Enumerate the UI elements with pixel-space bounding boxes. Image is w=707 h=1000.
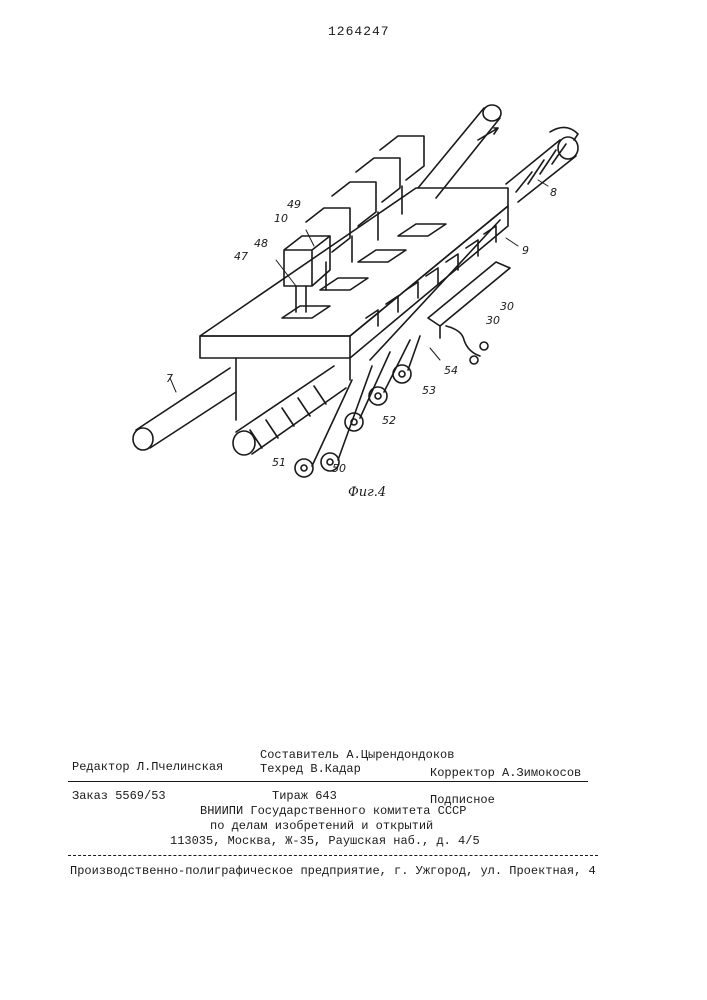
label-7: 7 xyxy=(166,372,173,385)
address: 113035, Москва, Ж-35, Раушская наб., д. … xyxy=(170,834,480,848)
editor: Редактор Л.Пчелинская xyxy=(72,760,223,774)
label-47: 47 xyxy=(234,250,248,263)
machine-body xyxy=(200,188,508,420)
figure-caption: Фиг.4 xyxy=(348,485,386,500)
label-51: 51 xyxy=(272,456,286,469)
rule-top xyxy=(68,781,588,782)
rod-left xyxy=(133,368,236,450)
proofreader: Корректор А.Зимокосов xyxy=(430,766,581,780)
tech-editor: Техред В.Кадар xyxy=(260,762,361,776)
label-53: 53 xyxy=(422,384,436,397)
order: Заказ 5569/53 xyxy=(72,789,166,803)
pulleys xyxy=(295,336,420,477)
label-8: 8 xyxy=(550,186,557,199)
label-10: 10 xyxy=(274,212,288,225)
org-line-1: ВНИИПИ Государственного комитета СССР xyxy=(200,804,466,818)
wire xyxy=(446,326,488,364)
rod-top xyxy=(418,105,501,198)
printer: Производственно-полиграфическое предприя… xyxy=(70,864,596,878)
actuator-boxes xyxy=(284,136,424,312)
label-52: 52 xyxy=(382,414,396,427)
rule-bottom xyxy=(68,855,598,856)
label-49: 49 xyxy=(287,198,301,211)
label-30-b: 30 xyxy=(486,314,500,327)
label-9: 9 xyxy=(522,244,529,257)
label-48: 48 xyxy=(254,237,268,250)
label-30-a: 30 xyxy=(500,300,514,313)
circulation: Тираж 643 xyxy=(272,789,337,803)
org-line-2: по делам изобретений и открытий xyxy=(210,819,433,833)
label-50: 50 xyxy=(332,462,346,475)
rod-right-helical xyxy=(506,127,578,202)
comb-teeth xyxy=(366,220,500,360)
compiler: Составитель А.Цырендондоков xyxy=(260,748,454,762)
label-54: 54 xyxy=(444,364,458,377)
front-roller xyxy=(233,366,346,455)
technical-drawing: 49 10 48 47 7 8 9 30 30 54 53 52 51 50 Ф… xyxy=(0,0,707,520)
figure-4-drawing: 49 10 48 47 7 8 9 30 30 54 53 52 51 50 Ф… xyxy=(0,0,707,520)
